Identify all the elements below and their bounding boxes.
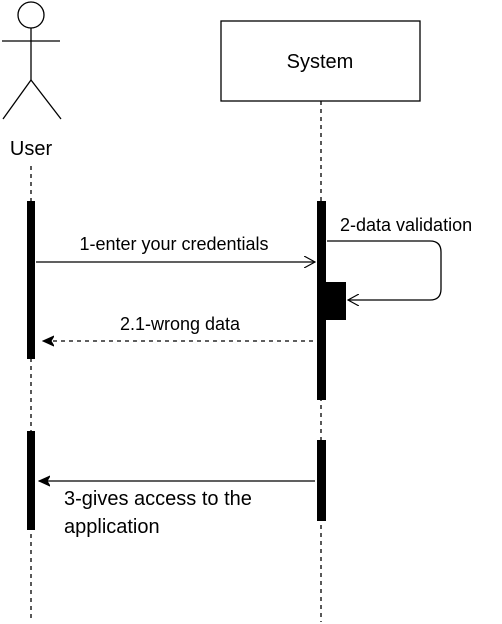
system-participant: System xyxy=(220,20,421,102)
message-data-validation: 2-data validation xyxy=(327,215,472,300)
message-gives-access: 3-gives access to the application xyxy=(39,481,315,538)
system-box xyxy=(220,20,421,102)
system-label: System xyxy=(287,51,354,73)
system-activation-bar-1 xyxy=(317,201,326,400)
message-label: 2.1-wrong data xyxy=(120,314,241,334)
message-label: 1-enter your credentials xyxy=(79,234,268,254)
message-label-line-2: application xyxy=(64,516,160,538)
self-call-arrow xyxy=(327,240,442,300)
user-activation-bar-2 xyxy=(27,431,35,530)
message-label: 2-data validation xyxy=(340,215,472,235)
stick-figure-actor-icon xyxy=(2,1,62,120)
user-label: User xyxy=(10,138,53,160)
message-label-line-1: 3-gives access to the xyxy=(64,488,252,510)
system-nested-activation xyxy=(326,282,346,320)
user-actor: User xyxy=(2,1,62,160)
system-activation-bar-2 xyxy=(317,440,326,521)
user-activation-bar-1 xyxy=(27,201,35,359)
message-wrong-data: 2.1-wrong data xyxy=(43,314,313,341)
message-enter-credentials: 1-enter your credentials xyxy=(36,234,315,262)
